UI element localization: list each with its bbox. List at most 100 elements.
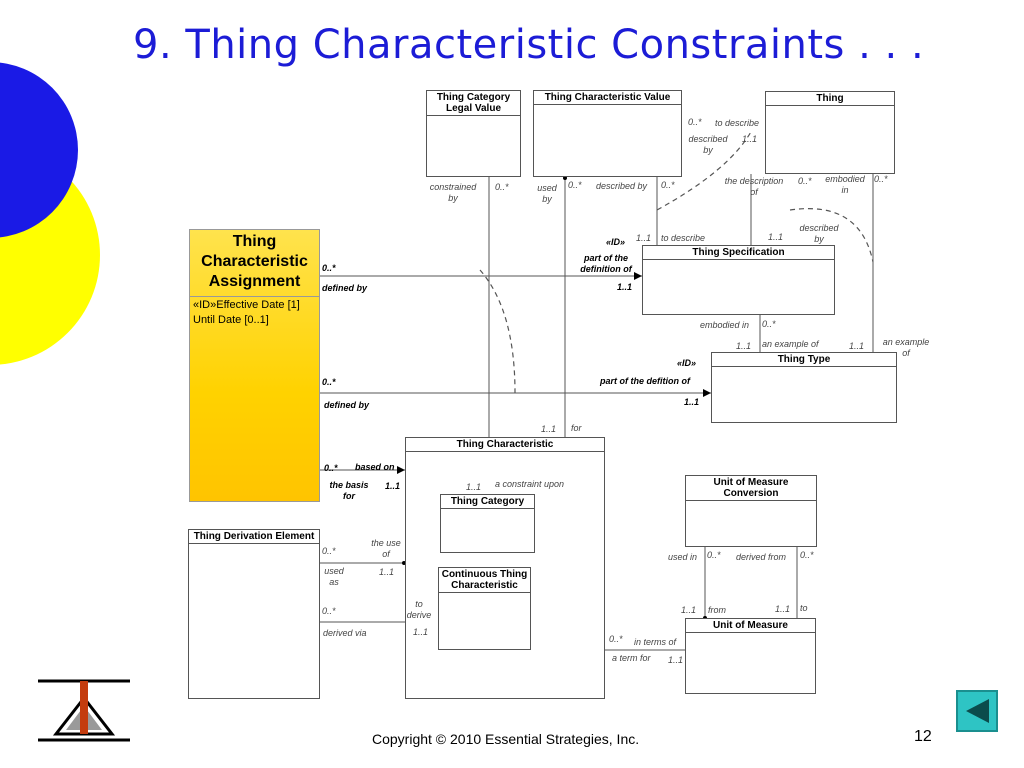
role-label: part of the defition of xyxy=(600,376,690,386)
cardinality-label: 0..* xyxy=(322,606,336,616)
stereotype-label: «ID» xyxy=(606,237,626,247)
role-label: by xyxy=(448,193,458,203)
role-label: used in xyxy=(668,552,698,562)
role-label: as xyxy=(329,577,339,587)
entity-unit-of-measure-conversion[interactable]: Unit of Measure Conversion xyxy=(685,475,817,547)
role-label: a term for xyxy=(612,653,651,663)
role-label: an example of xyxy=(762,339,819,349)
cardinality-label: 0..* xyxy=(798,176,812,186)
entity-name: Unit of Measure Conversion xyxy=(686,476,816,501)
entity-name: Thing Characteristic Assignment xyxy=(190,230,319,297)
role-label: for xyxy=(571,423,582,433)
entity-name: Thing Characteristic Value xyxy=(534,91,681,105)
role-label: by xyxy=(814,234,824,244)
cardinality-label: 1..1 xyxy=(742,134,758,144)
role-label: the basis xyxy=(329,480,369,490)
role-label: in xyxy=(841,185,849,195)
copyright-text: Copyright © 2010 Essential Strategies, I… xyxy=(372,731,640,747)
cardinality-label: 0..* xyxy=(609,634,623,644)
cardinality-label: 1..1 xyxy=(541,424,557,434)
essential-strategies-logo-icon xyxy=(38,679,130,742)
entity-thing-derivation-element[interactable]: Thing Derivation Element xyxy=(188,529,320,699)
role-label: used xyxy=(324,566,344,576)
role-label: defined by xyxy=(324,400,370,410)
role-label: to describe xyxy=(715,118,760,128)
page-number: 12 xyxy=(914,728,932,745)
entity-continuous-thing-characteristic[interactable]: Continuous Thing Characteristic xyxy=(438,567,531,650)
cardinality-label: 1..1 xyxy=(736,341,752,351)
cardinality-label: 0..* xyxy=(322,377,336,387)
entity-thing-specification[interactable]: Thing Specification xyxy=(642,245,835,315)
role-label: embodied in xyxy=(700,320,750,330)
role-label: described by xyxy=(596,181,648,191)
role-label: to describe xyxy=(661,233,706,243)
role-label: constrained xyxy=(429,182,477,192)
role-label: embodied xyxy=(825,174,865,184)
role-label: to xyxy=(800,603,808,613)
role-label: to xyxy=(415,599,423,609)
entity-thing-characteristic-value[interactable]: Thing Characteristic Value xyxy=(533,90,682,177)
role-label: by xyxy=(703,145,713,155)
entity-thing-type[interactable]: Thing Type xyxy=(711,352,897,423)
role-label: based on xyxy=(355,462,395,472)
back-nav-button[interactable] xyxy=(956,690,998,732)
decorative-circles xyxy=(0,62,100,365)
cardinality-label: 1..1 xyxy=(775,604,791,614)
role-label: described xyxy=(688,134,728,144)
cardinality-label: 0..* xyxy=(762,319,776,329)
role-label: an example xyxy=(882,337,930,347)
cardinality-label: 0..* xyxy=(322,263,336,273)
attribute-until-date: Until Date [0..1] xyxy=(193,314,269,326)
cardinality-label: 1..1 xyxy=(684,397,700,407)
cardinality-label: 1..1 xyxy=(379,567,395,577)
role-label: definition of xyxy=(580,264,632,274)
cardinality-label: 1..1 xyxy=(668,655,684,665)
entity-name: Thing Specification xyxy=(643,246,834,260)
cardinality-label: 1..1 xyxy=(617,282,633,292)
cardinality-label: 1..1 xyxy=(466,482,482,492)
cardinality-label: 1..1 xyxy=(681,605,697,615)
cardinality-label: 0..* xyxy=(322,546,336,556)
role-label: derived from xyxy=(736,552,787,562)
entity-thing-characteristic-assignment[interactable]: Thing Characteristic Assignment «ID»Effe… xyxy=(189,229,320,502)
entity-name: Thing Characteristic xyxy=(406,438,604,452)
entity-thing-category-legal-value[interactable]: Thing Category Legal Value xyxy=(426,90,521,177)
cardinality-label: 1..1 xyxy=(636,233,652,243)
cardinality-label: 1..1 xyxy=(385,481,401,491)
role-label: by xyxy=(542,194,552,204)
page-title: 9. Thing Characteristic Constraints . . … xyxy=(133,22,925,68)
role-label: the use xyxy=(371,538,401,548)
entity-name: Thing Type xyxy=(712,353,896,367)
attribute-effective-date: «ID»Effective Date [1] xyxy=(193,299,300,311)
role-label: of xyxy=(902,348,910,358)
role-label: used xyxy=(537,183,557,193)
cardinality-label: 0..* xyxy=(661,180,675,190)
entity-unit-of-measure[interactable]: Unit of Measure xyxy=(685,618,816,694)
role-label: described xyxy=(799,223,839,233)
cardinality-label: 0..* xyxy=(688,117,702,127)
entity-name: Thing Category xyxy=(441,495,534,509)
role-label: from xyxy=(708,605,726,615)
back-arrow-icon xyxy=(966,699,989,723)
entity-name: Unit of Measure xyxy=(686,619,815,633)
cardinality-label: 0..* xyxy=(324,463,338,473)
cardinality-label: 0..* xyxy=(800,550,814,560)
entity-name: Thing xyxy=(766,92,894,106)
cardinality-label: 0..* xyxy=(568,180,582,190)
cardinality-label: 1..1 xyxy=(849,341,865,351)
cardinality-label: 0..* xyxy=(495,182,509,192)
entity-thing[interactable]: Thing xyxy=(765,91,895,174)
role-label: derive xyxy=(406,610,432,620)
role-label: a constraint upon xyxy=(495,479,565,489)
role-label: the description xyxy=(724,176,784,186)
role-label: of xyxy=(382,549,390,559)
role-label: part of the xyxy=(584,253,628,263)
cardinality-label: 0..* xyxy=(707,550,721,560)
entity-thing-category[interactable]: Thing Category xyxy=(440,494,535,553)
role-label: for xyxy=(343,491,355,501)
entity-name: Thing Category Legal Value xyxy=(427,91,520,116)
cardinality-label: 0..* xyxy=(874,174,888,184)
stereotype-label: «ID» xyxy=(677,358,697,368)
role-label: defined by xyxy=(322,283,368,293)
